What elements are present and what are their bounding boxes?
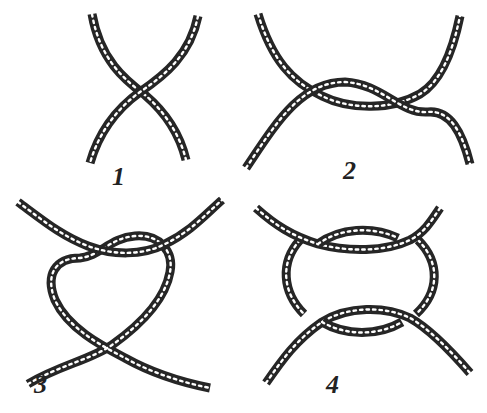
step-number: 1 — [112, 164, 125, 190]
rope-panel-1 — [90, 14, 198, 163]
rope-panel-2 — [246, 14, 470, 168]
step-number: 2 — [343, 158, 356, 184]
step-number: 4 — [326, 372, 339, 398]
rope-panel-3 — [18, 200, 222, 388]
step-number: 3 — [34, 372, 47, 398]
rope-panel-4 — [256, 208, 470, 383]
